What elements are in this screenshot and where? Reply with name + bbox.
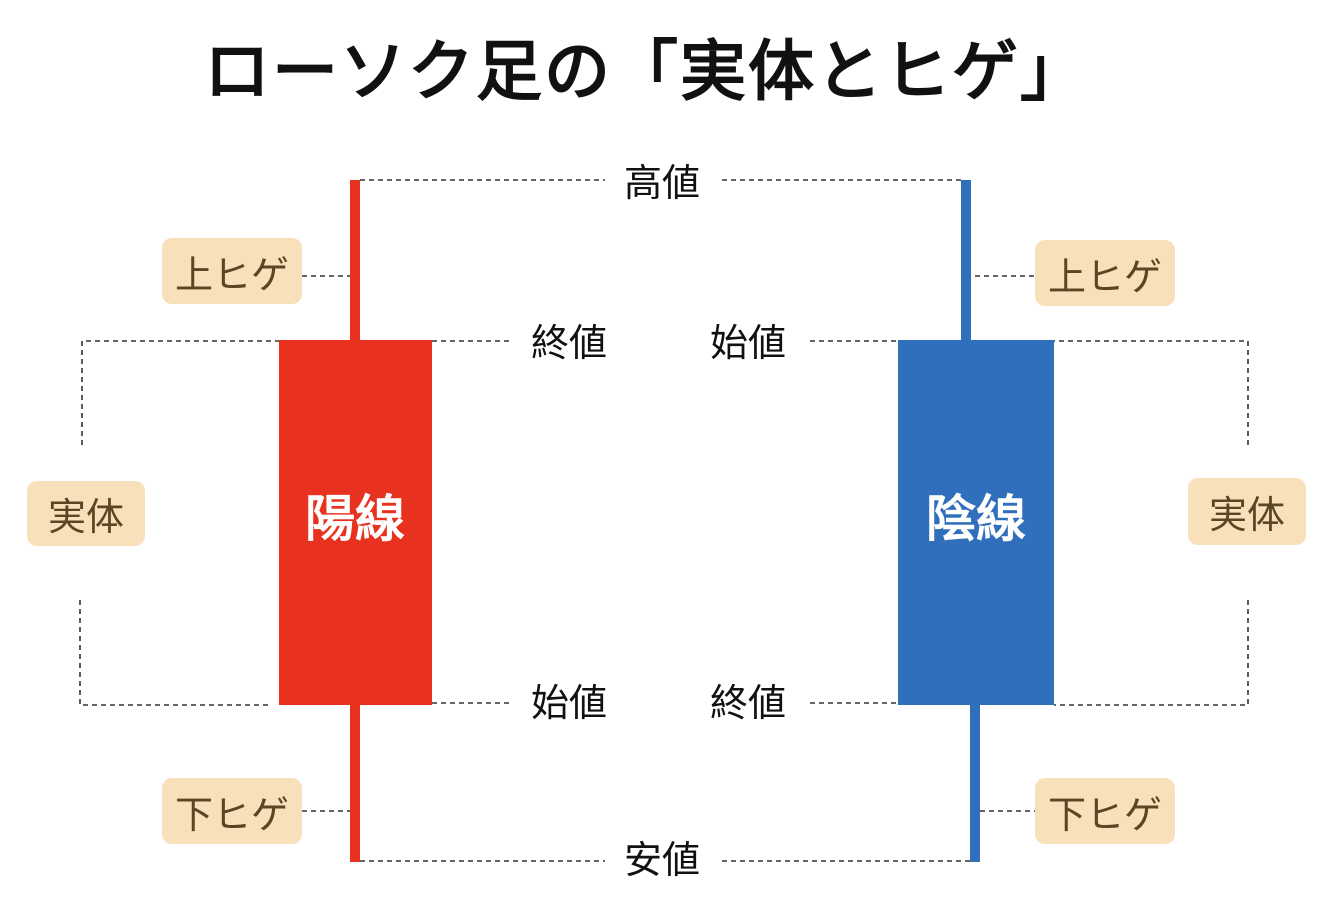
bullish-candle xyxy=(279,180,432,862)
bearish-lower-shadow-tag: 下ヒゲ xyxy=(1035,778,1175,844)
bullish-body-tag: 実体 xyxy=(27,481,145,546)
bullish-close-label: 終値 xyxy=(530,321,608,365)
diagram-title: ローソク足の「実体とヒゲ」 xyxy=(204,33,1088,110)
bullish-body xyxy=(279,340,432,705)
guide-lines xyxy=(79,179,1249,862)
bullish-candle-label: 陽線 xyxy=(305,490,405,548)
bearish-body xyxy=(898,340,1054,705)
high-label: 高値 xyxy=(623,161,701,205)
bearish-body-tag: 実体 xyxy=(1188,478,1306,545)
bearish-candle xyxy=(898,180,1054,862)
bearish-close-label: 終値 xyxy=(709,681,787,725)
bullish-upper-shadow-tag: 上ヒゲ xyxy=(162,238,302,304)
bearish-lower-wick xyxy=(970,703,980,862)
bearish-open-label: 始値 xyxy=(709,321,787,365)
low-label: 安値 xyxy=(623,838,701,882)
bullish-open-label: 始値 xyxy=(530,681,608,725)
bearish-upper-shadow-tag: 上ヒゲ xyxy=(1035,240,1175,306)
bearish-upper-wick xyxy=(961,180,971,342)
bullish-lower-shadow-tag: 下ヒゲ xyxy=(162,778,302,844)
bearish-candle-label: 陰線 xyxy=(926,490,1026,548)
